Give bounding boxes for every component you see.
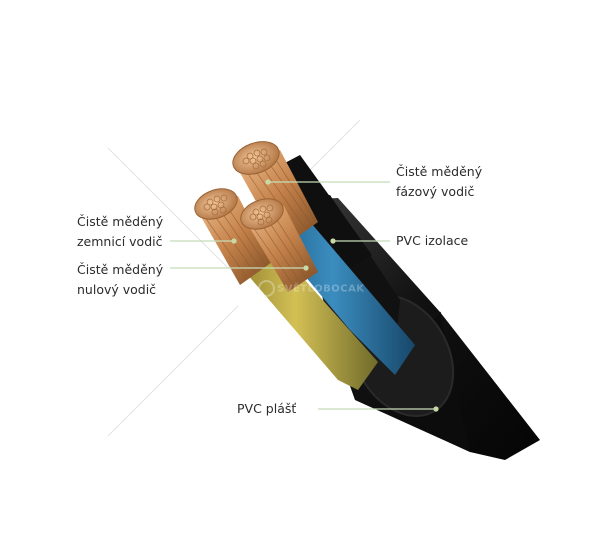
ground-conductor-line-2: zemnicí vodič (77, 234, 163, 249)
pvc-sheath-text: PVC plášť (237, 401, 297, 416)
pvc-insulation-label: PVC izolace (396, 231, 468, 251)
neutral-conductor-line-2: nulový vodič (77, 282, 157, 297)
phase-copper-end (232, 141, 280, 175)
phase-conductor-line-1: Čistě měděný (396, 164, 483, 179)
pvc-sheath-label: PVC plášť (237, 399, 296, 419)
sheath-dot (433, 406, 439, 412)
watermark: SVĚTLOBOCAK (258, 280, 365, 297)
insulation-dot (330, 238, 336, 244)
ground-dot (231, 238, 237, 244)
ground-conductor-line-1: Čistě měděný (77, 214, 164, 229)
phase-copper (234, 150, 318, 248)
phase-conductor-label: Čistě měděný fázový vodič (396, 162, 482, 202)
pvc-insulation-text: PVC izolace (396, 233, 469, 248)
phase-conductor-line-2: fázový vodič (396, 184, 475, 199)
neutral-conductor-line-1: Čistě měděný (77, 262, 164, 277)
ground-conductor-label: Čistě měděný zemnicí vodič (77, 212, 163, 252)
neutral-dot (303, 265, 309, 271)
yellow-green-insulation (228, 232, 378, 390)
neutral-conductor-label: Čistě měděný nulový vodič (77, 260, 163, 300)
phase-dot (265, 179, 271, 185)
watermark-text: SVĚTLOBOCAK (277, 283, 365, 295)
watermark-logo-icon (258, 280, 275, 297)
